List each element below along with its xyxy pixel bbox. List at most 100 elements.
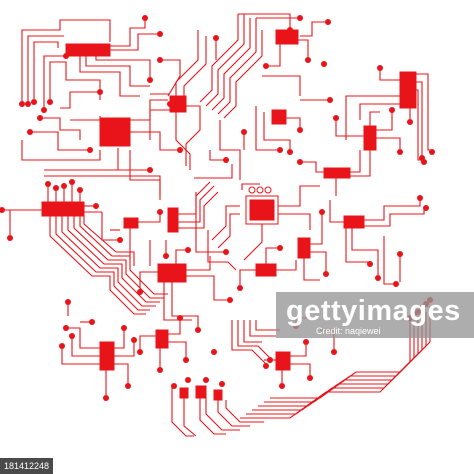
chip [275,351,291,371]
chip [179,387,189,399]
trace-line [129,150,161,200]
trace-line [369,111,380,126]
trace-line [278,185,320,207]
solder-pad [177,315,183,321]
chip [275,29,299,45]
via-ring [256,186,264,194]
solder-pad [31,99,37,105]
solder-pad [263,63,269,69]
trace-line [163,282,192,321]
trace-line [290,363,311,376]
trace-line [44,175,161,196]
trace-line [231,320,267,365]
trace-line [225,400,264,423]
trace-line [211,18,251,111]
trace-line [335,120,364,137]
trace-line [351,228,379,276]
trace-line [243,320,262,343]
solder-pad [177,147,183,153]
watermark-panel [276,292,474,338]
trace-line [175,249,188,264]
solder-pad [195,327,201,333]
trace-line [114,330,125,349]
solder-pad [7,235,13,241]
trace-line [40,117,81,140]
trace-line [139,335,156,350]
trace-line [211,205,240,241]
trace-line [110,18,146,47]
trace-line [345,228,370,263]
trace-line [276,260,297,271]
solder-pad [103,395,109,401]
trace-line [379,70,400,81]
trace-line [359,103,400,120]
chip [157,263,187,283]
trace-line [149,99,168,140]
solder-pad [297,15,303,21]
chip [271,109,287,125]
trace-line [209,150,226,161]
trace-line [416,89,424,161]
solder-pad [63,325,69,331]
trace-line [345,95,400,140]
solder-pad [19,101,25,107]
solder-pad [213,35,219,41]
solder-pad [429,149,435,155]
trace-line [175,30,199,96]
trace-line [171,282,199,328]
trace-line [60,91,100,109]
solder-pad [142,15,148,21]
trace-line [70,116,101,121]
solder-pad [121,325,127,331]
solder-pad [59,343,65,349]
solder-pad [185,247,191,253]
solder-pad [131,337,137,343]
trace-line [171,386,194,437]
chip [99,117,131,147]
solder-pad [223,249,229,255]
watermark-brand: gettyimages [286,295,461,327]
solder-pad [41,107,47,113]
trace-line [138,212,161,223]
trace-line [263,112,291,150]
solder-pad [89,319,95,325]
solder-pad [157,367,163,373]
trace-line [416,81,423,156]
solder-pad [277,147,283,153]
solder-pad [241,129,247,135]
trace-line [178,181,211,215]
trace-line [303,258,320,281]
trace-line [73,216,164,299]
trace-line [223,30,263,119]
trace-line [199,398,226,435]
solder-pad [157,31,163,37]
trace-line [101,212,120,241]
solder-pad [263,363,269,369]
solder-pad [45,181,51,187]
trace-line [49,61,101,100]
trace-line [114,363,129,384]
trace-line [286,117,301,130]
solder-pad [323,271,329,277]
solder-pad [61,183,67,189]
solder-pad [397,251,403,257]
watermark-credit: Credit: naqiewei [316,326,381,336]
solder-pad [407,119,413,125]
solder-pad [237,285,243,291]
solder-pad [93,203,99,209]
trace-line [249,320,276,337]
chip [297,237,311,259]
trace-line [178,185,215,223]
solder-pad [367,261,373,267]
trace-line [217,18,257,115]
solder-pad [319,209,325,215]
solder-pad [375,275,381,281]
solder-pad [137,349,143,355]
trace-line [30,131,90,151]
trace-line [67,216,160,303]
trace-line [364,200,421,221]
trace-line [243,224,263,261]
solder-pad [307,375,313,381]
